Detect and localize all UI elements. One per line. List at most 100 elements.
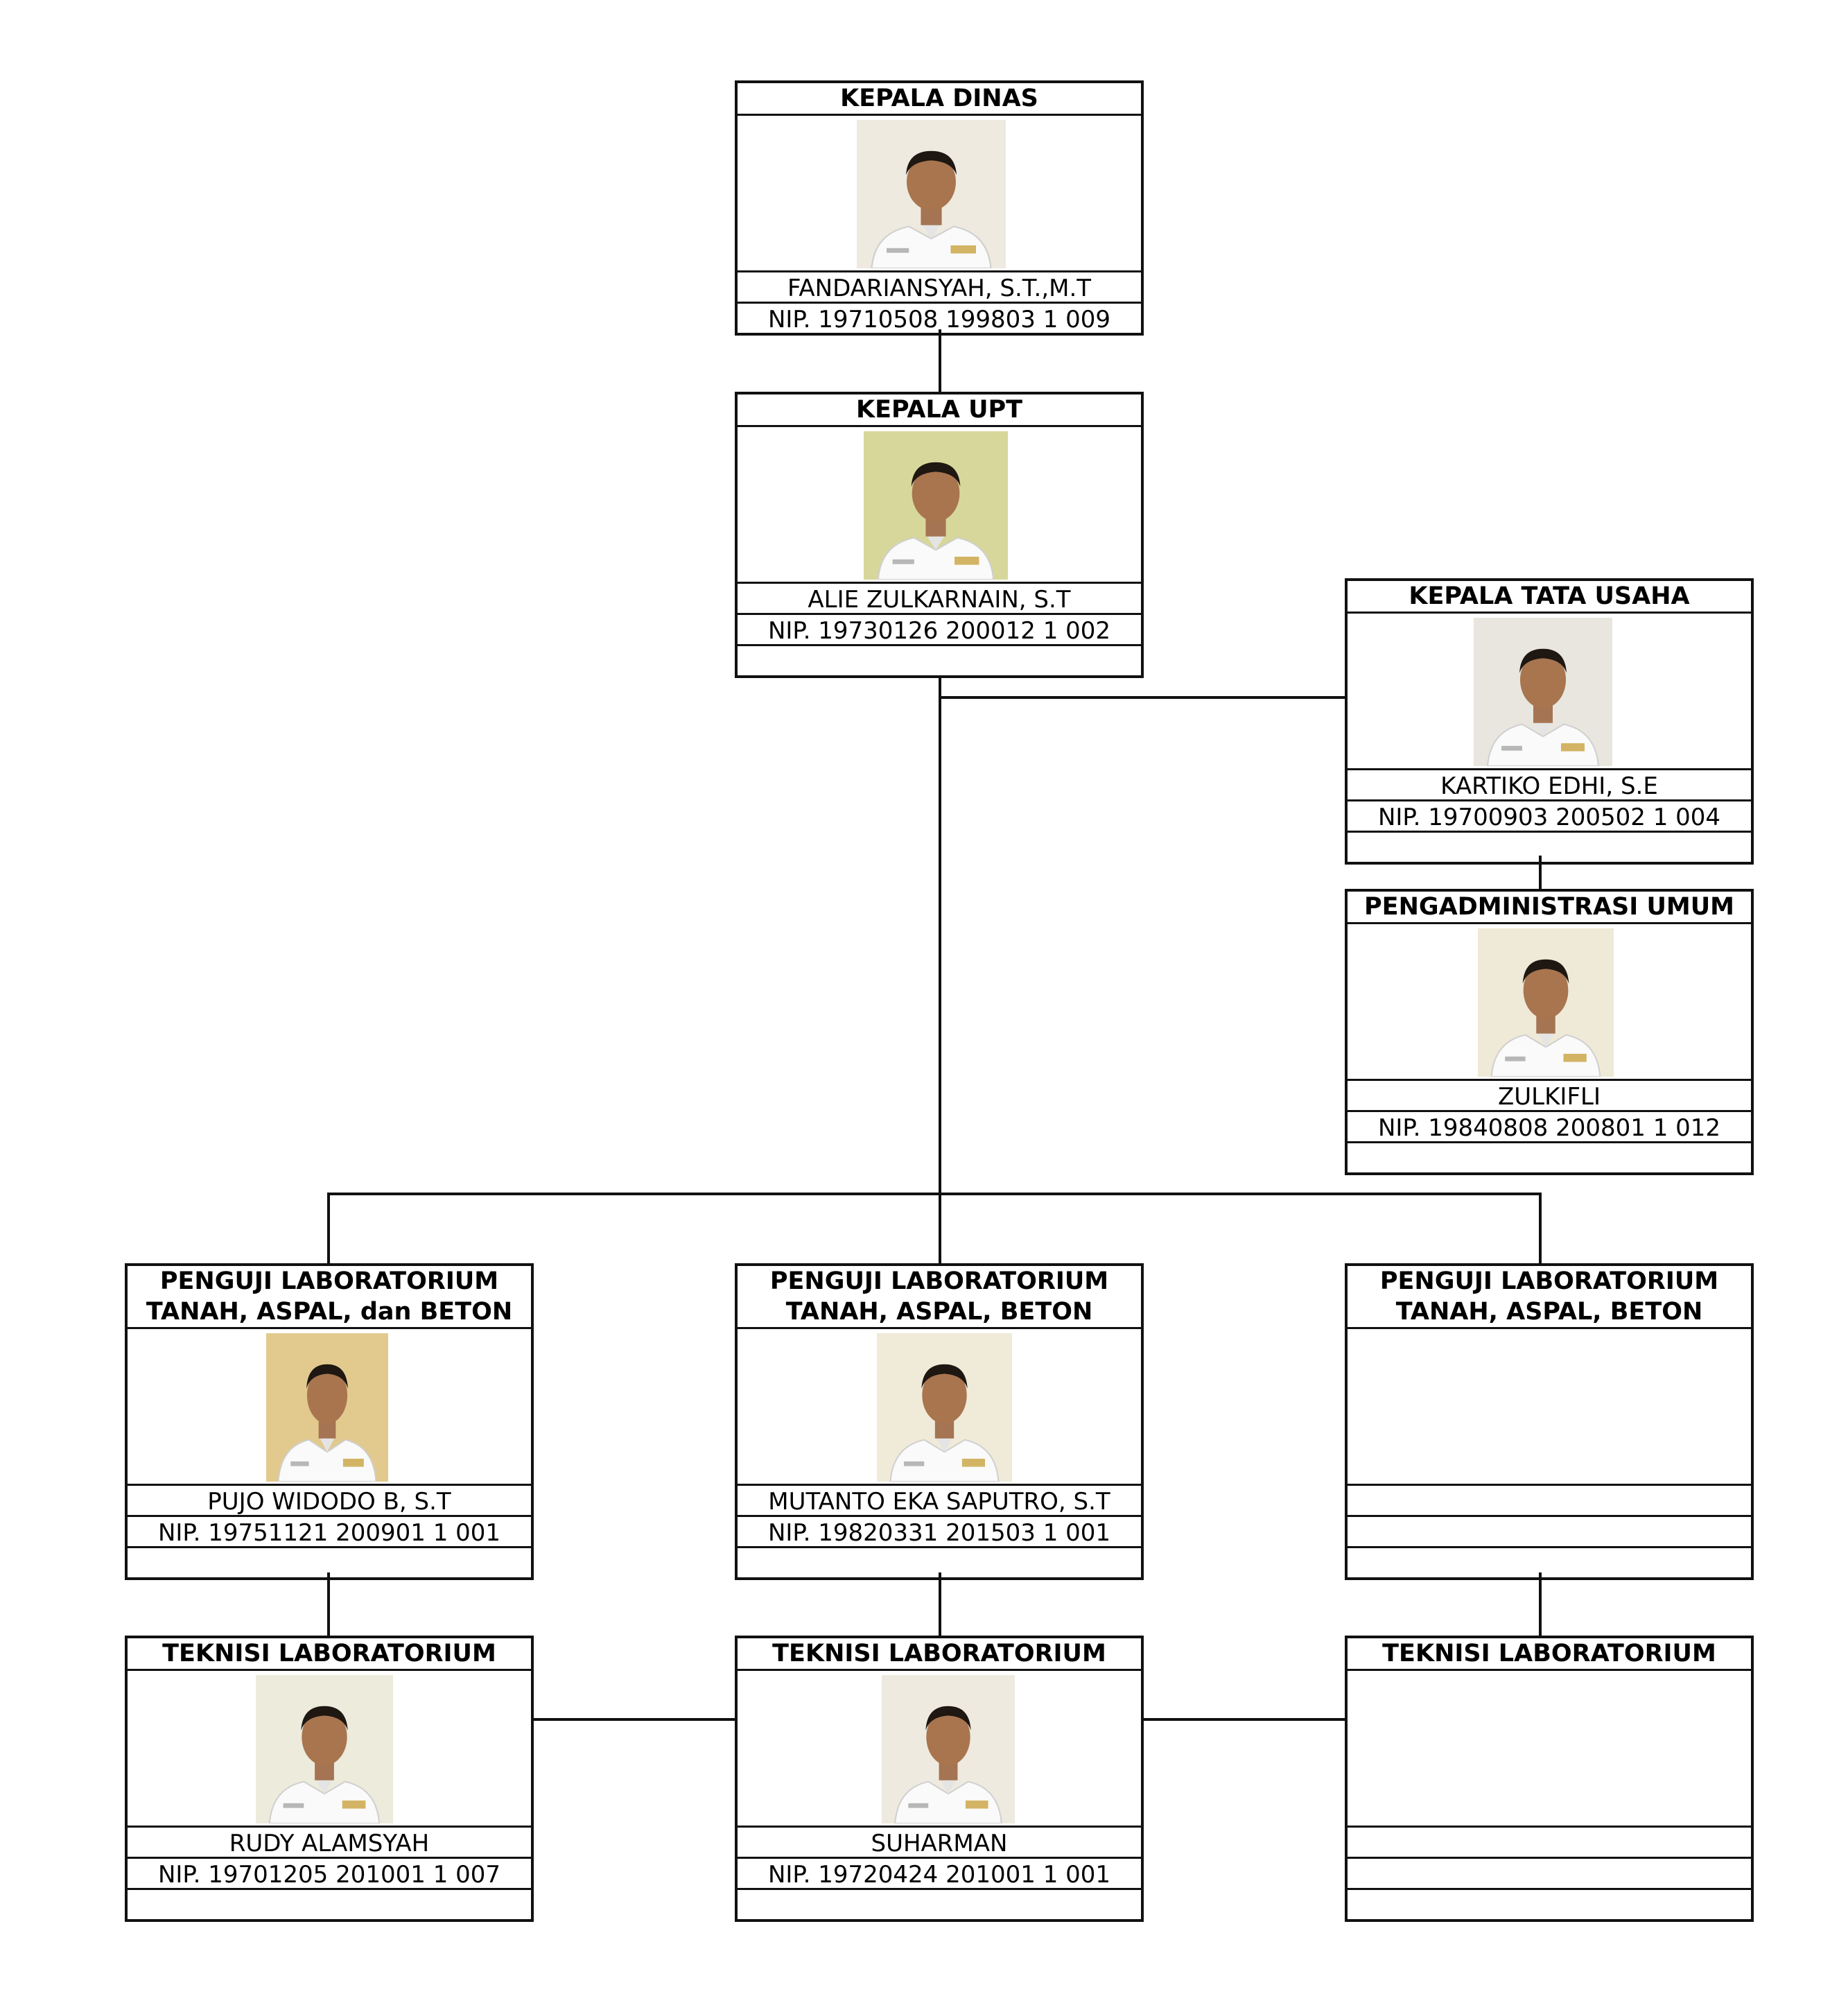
position-title-line: PENGADMINISTRASI UMUM xyxy=(1364,893,1734,921)
person-nip-row: NIP. 19820331 201503 1 001 xyxy=(738,1515,1141,1548)
position-title-line: PENGUJI LABORATORIUM xyxy=(769,1267,1109,1295)
person-name-row: ZULKIFLI xyxy=(1348,1079,1751,1112)
position-title-line: PENGUJI LABORATORIUM xyxy=(159,1267,499,1295)
person-name: RUDY ALAMSYAH xyxy=(229,1829,430,1857)
person-name-row: RUDY ALAMSYAH xyxy=(128,1826,531,1859)
photo-area xyxy=(738,1327,1141,1486)
person-photo xyxy=(266,1333,388,1482)
position-title: KEPALA TATA USAHA xyxy=(1348,581,1751,612)
person-photo xyxy=(857,120,1006,268)
position-title: KEPALA UPT xyxy=(738,395,1141,425)
org-box-kepala-dinas: KEPALA DINAS FANDARIANSYAH, S.T.,M.T NIP. … xyxy=(735,80,1144,336)
position-title: TEKNISI LABORATORIUM xyxy=(128,1638,531,1669)
person-name-row: SUHARMAN xyxy=(738,1826,1141,1859)
person-photo xyxy=(1474,618,1612,766)
position-title-line: TEKNISI LABORATORIUM xyxy=(1382,1640,1716,1667)
org-box-teknisi-1: TEKNISI LABORATORIUM RUDY ALAMSYAH NIP. 19… xyxy=(125,1636,534,1922)
empty-row xyxy=(1348,831,1751,864)
photo-area xyxy=(1348,1327,1751,1486)
person-nip-row: NIP. 19701205 201001 1 007 xyxy=(128,1857,531,1890)
position-title-line: TANAH, ASPAL, dan BETON xyxy=(146,1298,513,1326)
person-photo xyxy=(1478,928,1614,1077)
person-name: MUTANTO EKA SAPUTRO, S.T xyxy=(768,1487,1110,1516)
photo-area xyxy=(738,425,1141,584)
position-title: TEKNISI LABORATORIUM xyxy=(738,1638,1141,1669)
person-photo xyxy=(256,1675,393,1823)
person-nip: NIP. 19710508 199803 1 009 xyxy=(767,305,1111,333)
person-name-row: KARTIKO EDHI, S.E xyxy=(1348,768,1751,801)
person-nip-row: NIP. 19720424 201001 1 001 xyxy=(738,1857,1141,1890)
connector-line xyxy=(532,1718,736,1721)
person-name: ALIE ZULKARNAIN, S.T xyxy=(808,585,1071,614)
person-nip-row: NIP. 19751121 200901 1 001 xyxy=(128,1515,531,1548)
position-title: KEPALA DINAS xyxy=(738,83,1141,114)
position-title: TEKNISI LABORATORIUM xyxy=(1348,1638,1751,1669)
photo-area xyxy=(738,1669,1141,1828)
person-nip-row: NIP. 19730126 200012 1 002 xyxy=(738,613,1141,646)
org-box-teknisi-2: TEKNISI LABORATORIUM SUHARMAN NIP. 1972042… xyxy=(735,1636,1144,1922)
person-nip: NIP. 19701205 201001 1 007 xyxy=(157,1860,501,1889)
position-title: PENGUJI LABORATORIUM TANAH, ASPAL, BETON xyxy=(1348,1266,1751,1327)
person-nip: NIP. 19820331 201503 1 001 xyxy=(767,1518,1111,1547)
connector-line xyxy=(327,1572,330,1637)
empty-row xyxy=(1348,1888,1751,1921)
empty-row xyxy=(1348,1546,1751,1579)
person-name-row: MUTANTO EKA SAPUTRO, S.T xyxy=(738,1484,1141,1517)
org-box-penguji-2: PENGUJI LABORATORIUM TANAH, ASPAL, BETON M… xyxy=(735,1263,1144,1580)
empty-row xyxy=(1348,1141,1751,1174)
connector-line xyxy=(1142,1718,1346,1721)
person-nip: NIP. 19730126 200012 1 002 xyxy=(767,616,1111,645)
person-nip: NIP. 19751121 200901 1 001 xyxy=(157,1518,501,1547)
person-nip-row: NIP. 19840808 200801 1 012 xyxy=(1348,1110,1751,1143)
position-title-line: TANAH, ASPAL, BETON xyxy=(785,1298,1093,1326)
person-name-row: FANDARIANSYAH, S.T.,M.T xyxy=(738,270,1141,304)
org-box-penguji-3: PENGUJI LABORATORIUM TANAH, ASPAL, BETON xyxy=(1345,1263,1754,1580)
connector-line xyxy=(327,1193,330,1265)
person-name: SUHARMAN xyxy=(871,1829,1008,1857)
position-title-line: TEKNISI LABORATORIUM xyxy=(772,1640,1106,1667)
empty-row xyxy=(738,1546,1141,1579)
position-title-line: TEKNISI LABORATORIUM xyxy=(162,1640,496,1667)
person-name: KARTIKO EDHI, S.E xyxy=(1440,772,1658,800)
connector-line xyxy=(1539,1193,1542,1265)
photo-area xyxy=(1348,922,1751,1081)
person-name-row xyxy=(1348,1826,1751,1859)
person-nip-row: NIP. 19700903 200502 1 004 xyxy=(1348,799,1751,833)
position-title-line: KEPALA UPT xyxy=(855,396,1023,424)
photo-area xyxy=(1348,1669,1751,1828)
person-nip: NIP. 19720424 201001 1 001 xyxy=(767,1860,1111,1889)
org-box-kepala-tata-usaha: KEPALA TATA USAHA KARTIKO EDHI, S.E NIP. 1… xyxy=(1345,578,1754,865)
person-name: FANDARIANSYAH, S.T.,M.T xyxy=(787,274,1092,302)
person-photo xyxy=(882,1675,1015,1823)
person-photo xyxy=(877,1333,1012,1482)
person-nip-row xyxy=(1348,1515,1751,1548)
org-box-penguji-1: PENGUJI LABORATORIUM TANAH, ASPAL, dan BE… xyxy=(125,1263,534,1580)
empty-row xyxy=(738,1888,1141,1921)
photo-area xyxy=(1348,612,1751,770)
empty-row xyxy=(738,644,1141,677)
position-title-line: TANAH, ASPAL, BETON xyxy=(1395,1298,1703,1326)
person-nip: NIP. 19840808 200801 1 012 xyxy=(1377,1113,1721,1142)
person-nip-row: NIP. 19710508 199803 1 009 xyxy=(738,302,1141,335)
photo-area xyxy=(128,1669,531,1828)
position-title-line: PENGUJI LABORATORIUM xyxy=(1379,1267,1719,1295)
connector-line xyxy=(1539,1572,1542,1637)
connector-line xyxy=(327,1193,1542,1195)
connector-line xyxy=(939,696,1346,699)
person-name-row: PUJO WIDODO B, S.T xyxy=(128,1484,531,1517)
position-title-line: KEPALA TATA USAHA xyxy=(1409,582,1690,610)
photo-area xyxy=(128,1327,531,1486)
connector-line xyxy=(939,1572,941,1637)
position-title: PENGUJI LABORATORIUM TANAH, ASPAL, dan BE… xyxy=(128,1266,531,1327)
person-nip-row xyxy=(1348,1857,1751,1890)
person-nip: NIP. 19700903 200502 1 004 xyxy=(1377,803,1721,831)
person-name-row xyxy=(1348,1484,1751,1517)
person-name-row: ALIE ZULKARNAIN, S.T xyxy=(738,582,1141,615)
person-name: ZULKIFLI xyxy=(1498,1082,1601,1111)
position-title-line: KEPALA DINAS xyxy=(840,85,1038,112)
org-box-teknisi-3: TEKNISI LABORATORIUM xyxy=(1345,1636,1754,1922)
person-name: PUJO WIDODO B, S.T xyxy=(207,1487,451,1516)
